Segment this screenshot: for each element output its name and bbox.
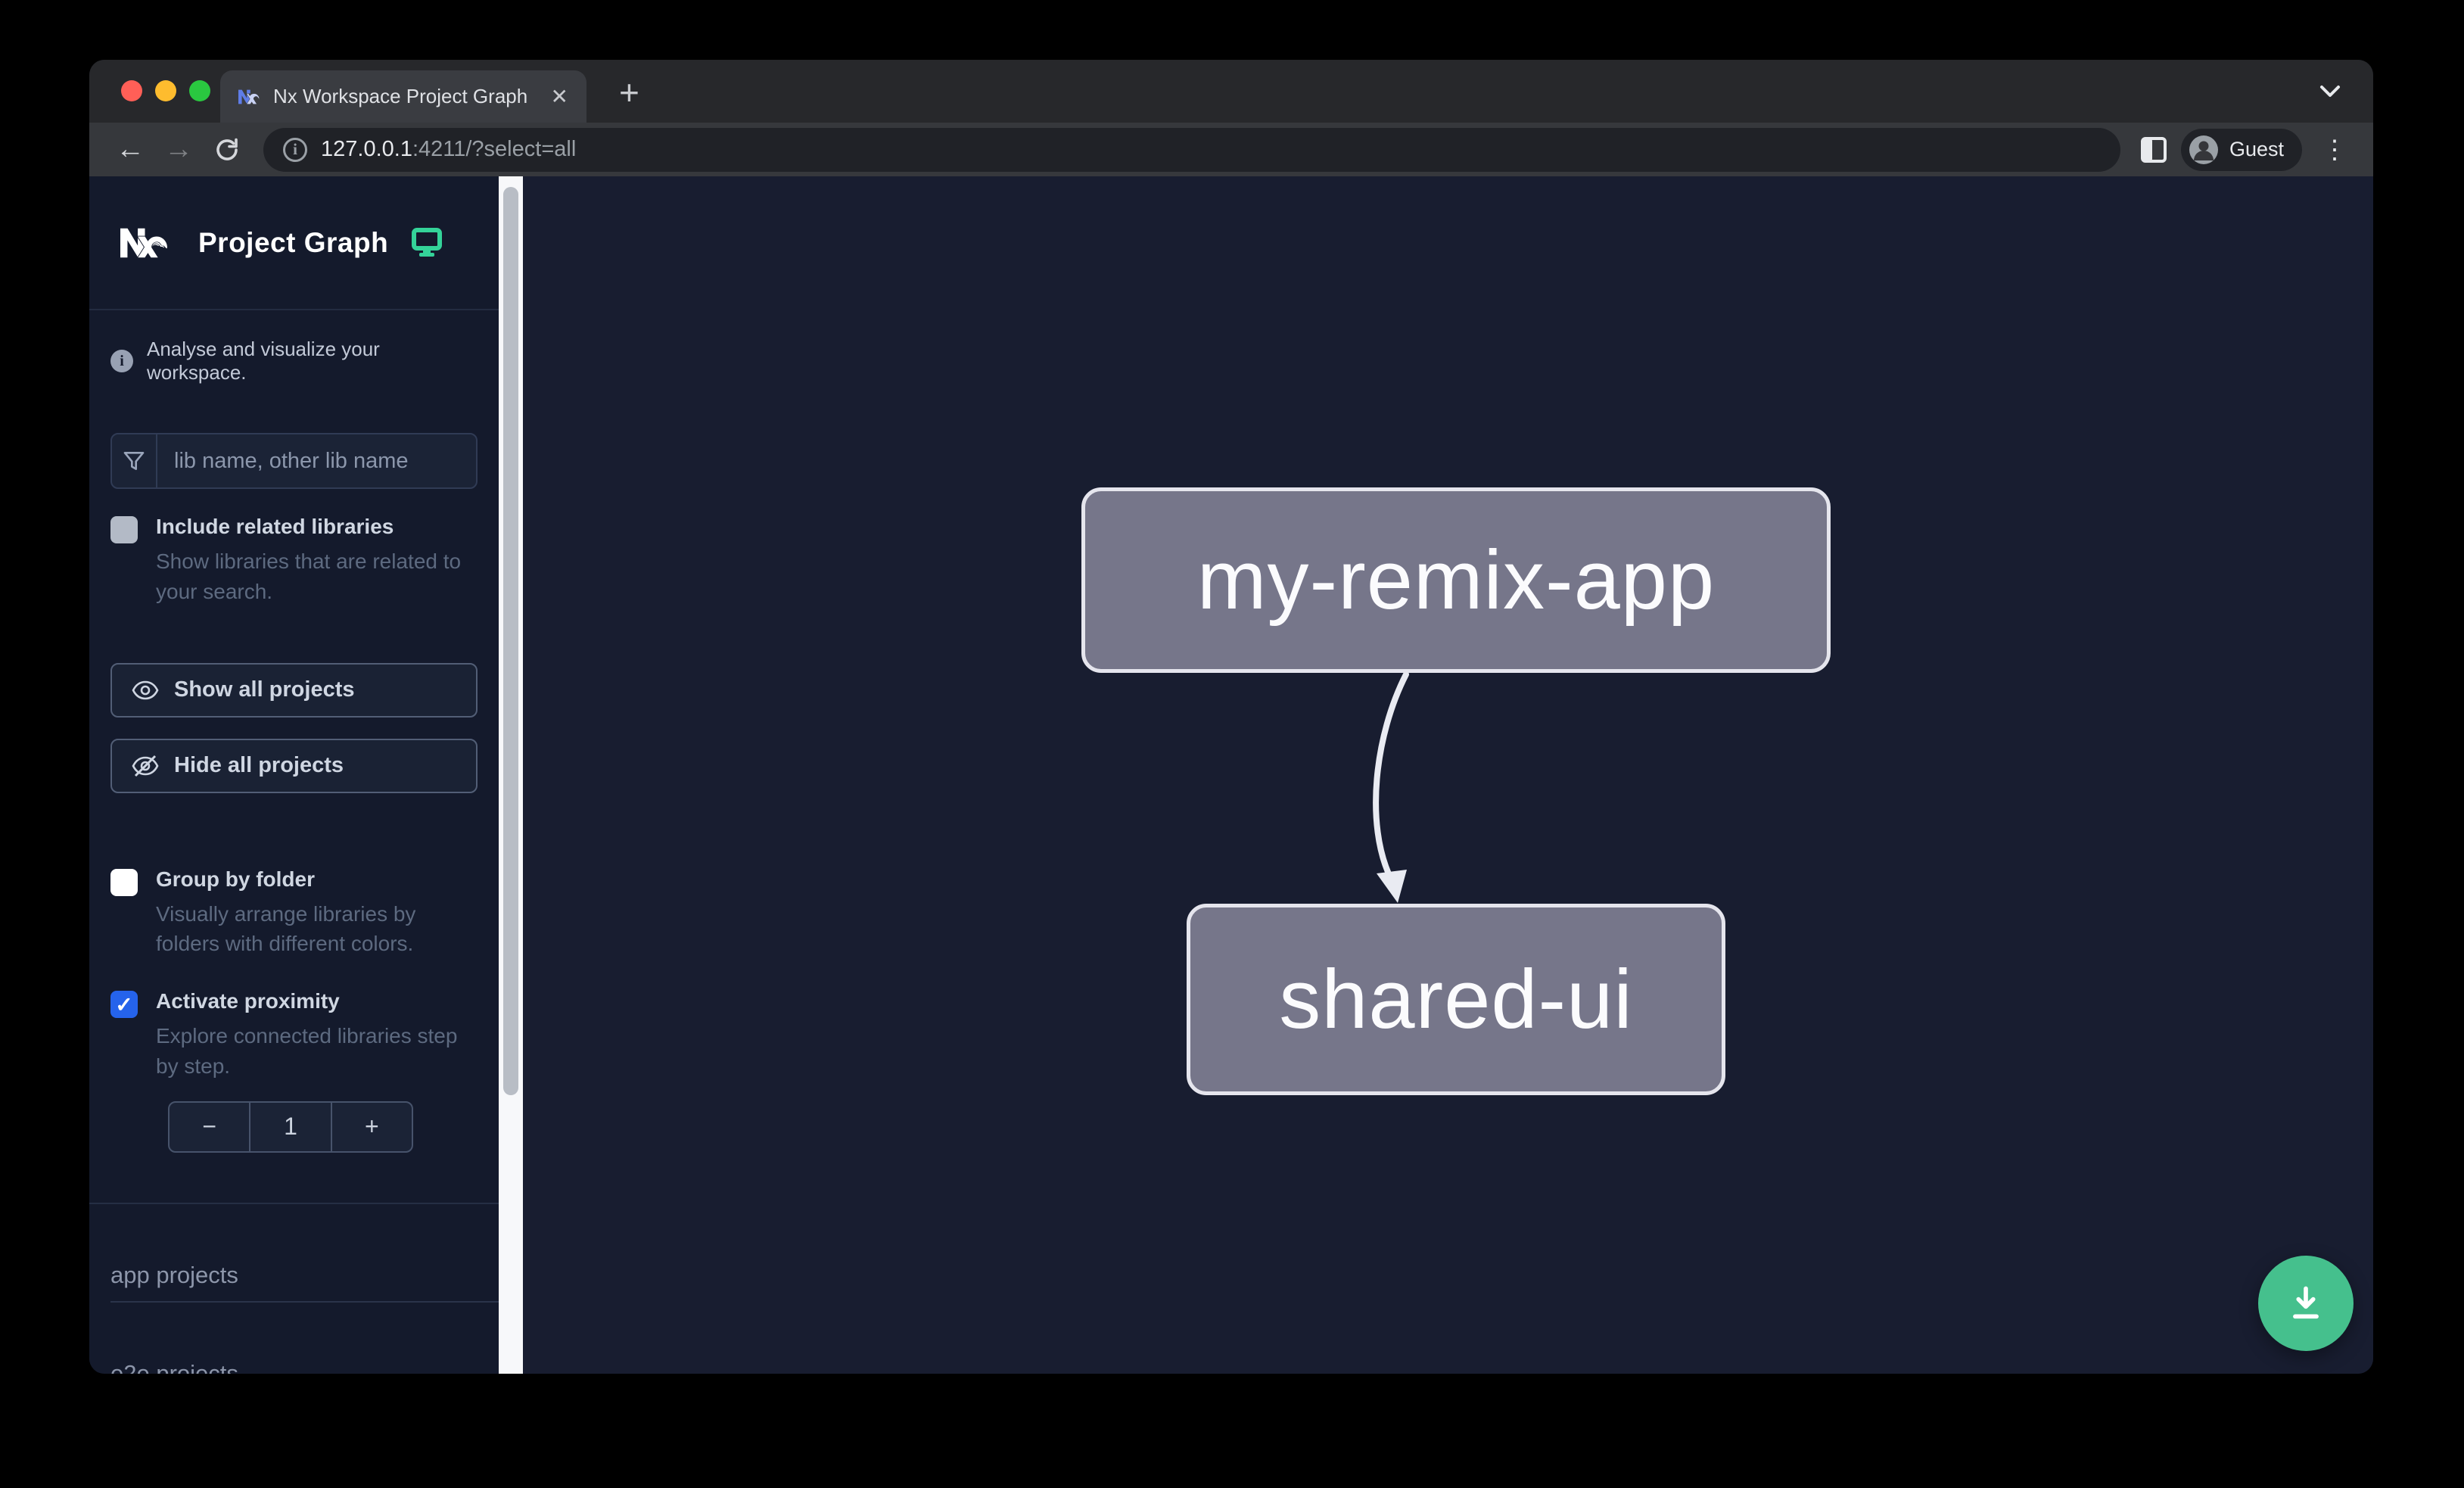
browser-tab[interactable]: Nx Workspace Project Graph ✕: [220, 70, 586, 123]
eye-icon: [132, 680, 159, 699]
reload-button[interactable]: [206, 129, 248, 171]
back-button[interactable]: ←: [116, 133, 145, 165]
url-path: :4211/?select=all: [412, 137, 577, 161]
stepper-value: 1: [249, 1102, 332, 1151]
stepper-decrement-button[interactable]: −: [202, 1113, 216, 1140]
graph-node-shared-ui[interactable]: shared-ui: [1187, 904, 1725, 1095]
edge-my-remix-app-to-shared-ui: [1373, 671, 1409, 903]
search-input[interactable]: [157, 434, 476, 487]
stepper-increment-button[interactable]: +: [364, 1113, 379, 1140]
nx-logo-icon: [120, 228, 167, 257]
checkbox-label[interactable]: Activate proximity: [156, 989, 340, 1013]
download-graph-button[interactable]: [2258, 1256, 2354, 1351]
url-host: 127.0.0.1: [321, 137, 412, 161]
page-title: Project Graph: [198, 226, 389, 258]
checkbox-label[interactable]: Include related libraries: [156, 515, 394, 538]
proximity-stepper: − 1 +: [168, 1100, 413, 1153]
browser-menu-button[interactable]: ⋮: [2322, 135, 2347, 164]
tab-title: Nx Workspace Project Graph: [273, 85, 528, 107]
avatar-icon: [2189, 135, 2218, 164]
filter-field: [110, 433, 478, 489]
checkbox-label[interactable]: Group by folder: [156, 867, 315, 891]
graph-node-my-remix-app[interactable]: my-remix-app: [1081, 487, 1831, 673]
scrollbar-thumb[interactable]: [503, 187, 518, 1095]
window-controls: [121, 80, 210, 101]
nx-favicon-icon: [238, 89, 260, 104]
sidebar-divider: [89, 1202, 499, 1204]
section-e2e-projects[interactable]: e2e projects: [110, 1360, 499, 1374]
sidebar-header: Project Graph: [89, 176, 499, 310]
funnel-icon: [123, 452, 145, 470]
group-by-folder-checkbox[interactable]: [110, 868, 138, 896]
group-by-folder-checkbox-row: Group by folder Visually arrange librari…: [110, 867, 478, 960]
tab-close-icon[interactable]: ✕: [550, 84, 568, 108]
browser-toolbar: ← → i 127.0.0.1:4211/?select=all Guest ⋮: [89, 123, 2373, 176]
section-app-projects[interactable]: app projects: [110, 1262, 499, 1303]
browser-window: Nx Workspace Project Graph ✕ + ← → i 127…: [89, 60, 2373, 1374]
tagline-text: Analyse and visualize your workspace.: [147, 338, 380, 384]
include-related-checkbox-row: Include related libraries Show libraries…: [110, 515, 478, 607]
url-text[interactable]: 127.0.0.1:4211/?select=all: [321, 137, 576, 162]
checkbox-description: Explore connected libraries step by step…: [156, 1024, 458, 1078]
minimize-window-button[interactable]: [155, 80, 176, 101]
profile-name: Guest: [2229, 138, 2284, 160]
new-tab-button[interactable]: +: [619, 73, 639, 112]
activate-proximity-checkbox[interactable]: ✓: [110, 991, 138, 1018]
filter-icon-cell: [112, 434, 157, 487]
tab-strip: Nx Workspace Project Graph ✕ +: [89, 60, 2373, 123]
tab-search-chevron-icon[interactable]: [2319, 82, 2341, 99]
checkbox-description: Visually arrange libraries by folders wi…: [156, 901, 416, 956]
checkbox-description: Show libraries that are related to your …: [156, 549, 462, 603]
hide-all-projects-button[interactable]: Hide all projects: [110, 738, 478, 793]
section-label: e2e projects: [110, 1359, 238, 1374]
zoom-window-button[interactable]: [189, 80, 210, 101]
eye-off-icon: [132, 755, 159, 777]
sidebar-scrollbar[interactable]: [499, 176, 523, 1374]
close-window-button[interactable]: [121, 80, 142, 101]
monitor-icon[interactable]: [411, 227, 443, 258]
activate-proximity-checkbox-row: ✓ Activate proximity Explore connected l…: [110, 989, 478, 1082]
profile-chip[interactable]: Guest: [2180, 128, 2302, 171]
graph-canvas[interactable]: my-remix-app shared-ui: [523, 176, 2373, 1374]
url-bar[interactable]: i 127.0.0.1:4211/?select=all: [263, 127, 2120, 172]
site-info-icon[interactable]: i: [283, 137, 307, 162]
button-label: Show all projects: [174, 677, 355, 702]
side-panel-icon[interactable]: [2140, 136, 2167, 163]
section-rule: [110, 1300, 499, 1303]
info-icon: i: [110, 350, 133, 372]
reload-icon: [216, 138, 238, 160]
show-all-projects-button[interactable]: Show all projects: [110, 662, 478, 718]
button-label: Hide all projects: [174, 753, 344, 777]
sidebar: Project Graph i Analyse and visualize yo…: [89, 176, 499, 1374]
forward-button: →: [164, 133, 193, 165]
download-icon: [2293, 1286, 2319, 1319]
include-related-checkbox[interactable]: [110, 516, 138, 543]
section-label: app projects: [110, 1261, 238, 1288]
tagline-row: i Analyse and visualize your workspace.: [110, 338, 478, 384]
